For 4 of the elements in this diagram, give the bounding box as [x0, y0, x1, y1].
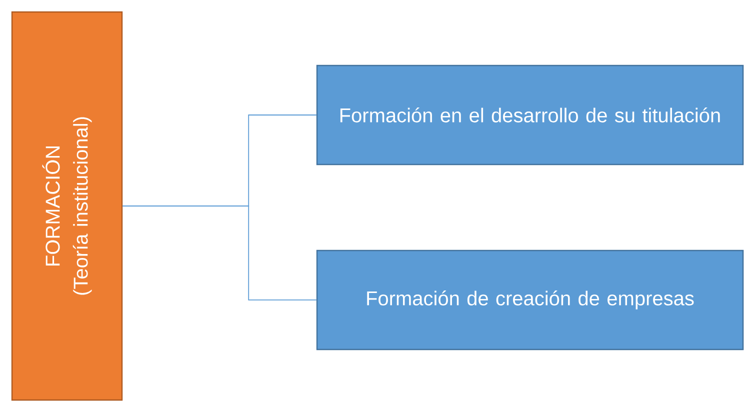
connector-line — [122, 206, 317, 300]
vertical-label-box: FORMACIÓN (Teoría institucional) — [11, 11, 123, 401]
process-box: Formación en el desarrollo de su titulación — [316, 64, 744, 166]
process-box: Formación de creación de empresas — [316, 250, 744, 350]
